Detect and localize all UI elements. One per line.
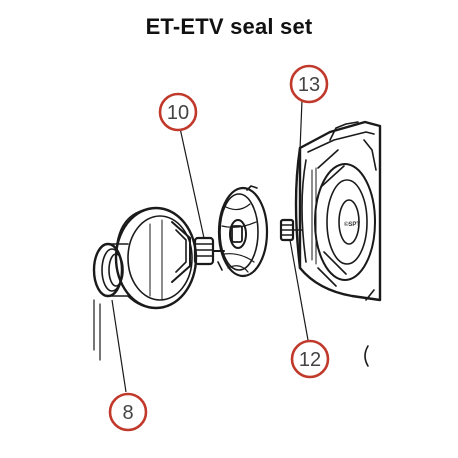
o-ring-part-8 xyxy=(92,242,129,361)
impeller xyxy=(217,185,269,278)
leader-line-10 xyxy=(179,127,205,239)
callout-label-8: 8 xyxy=(122,402,133,424)
leader-line-13 xyxy=(299,99,303,151)
callout-8: 8 xyxy=(108,392,148,432)
leader-line-12 xyxy=(289,239,309,341)
diagram-title: ET-ETV seal set xyxy=(145,14,313,39)
callout-13: 13 xyxy=(289,64,329,104)
watermark-text: ©SPT xyxy=(344,221,360,228)
motor-housing-part-13 xyxy=(294,120,382,302)
callout-label-12: 12 xyxy=(299,349,321,371)
seal-plate-body xyxy=(114,206,198,310)
shaft-seal-part-12 xyxy=(279,218,303,242)
callout-12: 12 xyxy=(290,339,330,379)
callout-label-10: 10 xyxy=(167,102,189,124)
callout-label-13: 13 xyxy=(298,74,320,96)
partial-housing-edge xyxy=(364,345,369,367)
leader-line-8 xyxy=(111,299,127,393)
callout-10: 10 xyxy=(158,92,198,132)
